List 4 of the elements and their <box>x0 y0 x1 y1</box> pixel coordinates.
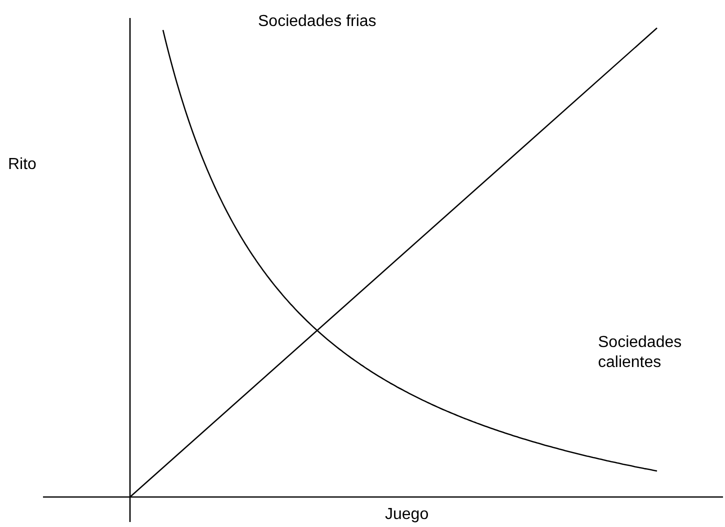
y-axis-label: Rito <box>8 155 36 175</box>
curve-label: Sociedades calientes <box>598 333 683 373</box>
x-axis-label: Juego <box>385 505 429 525</box>
curve-label: Sociedades frias <box>258 12 376 32</box>
